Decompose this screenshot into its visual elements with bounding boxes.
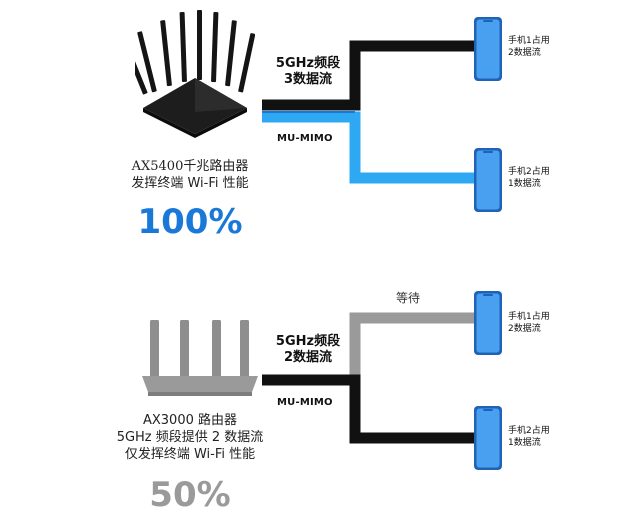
- bottom-band-label: 5GHz频段 2数据流: [262, 334, 354, 366]
- bottom-phone2-line2: 1数据流: [508, 438, 541, 448]
- bottom-router-name: AX3000 路由器: [142, 413, 237, 428]
- smartphone-icon: [474, 17, 502, 81]
- top-stream-path-phone1: [262, 40, 478, 111]
- bottom-stream-path-phone2: [262, 374, 478, 444]
- top-phone2-line1: 手机2占用: [508, 167, 550, 177]
- top-band-label: 5GHz频段 3数据流: [262, 56, 354, 88]
- top-band-line2: 3数据流: [283, 72, 333, 87]
- top-phone2-line2: 1数据流: [508, 179, 541, 189]
- top-phone1-line1: 手机1占用: [508, 36, 550, 46]
- bottom-percent: 50%: [149, 475, 231, 515]
- smartphone-icon: [474, 406, 502, 470]
- top-stream-path-phone2: [262, 111, 478, 184]
- bottom-phone2-line1: 手机2占用: [508, 426, 550, 436]
- top-router-desc: 发挥终端 Wi-Fi 性能: [131, 176, 249, 191]
- top-phone1-label: 手机1占用 2数据流: [508, 35, 550, 59]
- wifi-router-4-antenna-icon: [142, 320, 258, 396]
- wifi-router-8-antenna-icon: [135, 10, 255, 138]
- top-phone1-line2: 2数据流: [508, 48, 541, 58]
- top-mimo-label: MU-MIMO: [277, 133, 333, 144]
- top-percent: 100%: [137, 202, 243, 242]
- top-band-line1: 5GHz频段: [275, 56, 341, 71]
- top-trunk-divider: [262, 111, 355, 113]
- top-router-name: AX5400千兆路由器: [131, 159, 249, 174]
- bottom-phone1-line2: 2数据流: [508, 324, 541, 334]
- top-router-caption: AX5400千兆路由器 发挥终端 Wi-Fi 性能: [110, 158, 270, 192]
- bottom-phone1-line1: 手机1占用: [508, 312, 550, 322]
- bottom-wait-label: 等待: [396, 291, 421, 305]
- bottom-router-desc1: 5GHz 频段提供 2 数据流: [116, 430, 264, 445]
- bottom-router-desc2: 仅发挥终端 Wi-Fi 性能: [124, 447, 256, 462]
- bottom-band-line1: 5GHz频段: [275, 334, 341, 349]
- bottom-band-line2: 2数据流: [283, 350, 333, 365]
- bottom-phone2-label: 手机2占用 1数据流: [508, 425, 550, 449]
- smartphone-icon: [474, 291, 502, 355]
- bottom-phone1-label: 手机1占用 2数据流: [508, 311, 550, 335]
- smartphone-icon: [474, 148, 502, 212]
- top-phone2-label: 手机2占用 1数据流: [508, 166, 550, 190]
- bottom-mimo-label: MU-MIMO: [277, 397, 333, 408]
- bottom-router-caption: AX3000 路由器 5GHz 频段提供 2 数据流 仅发挥终端 Wi-Fi 性…: [100, 412, 280, 463]
